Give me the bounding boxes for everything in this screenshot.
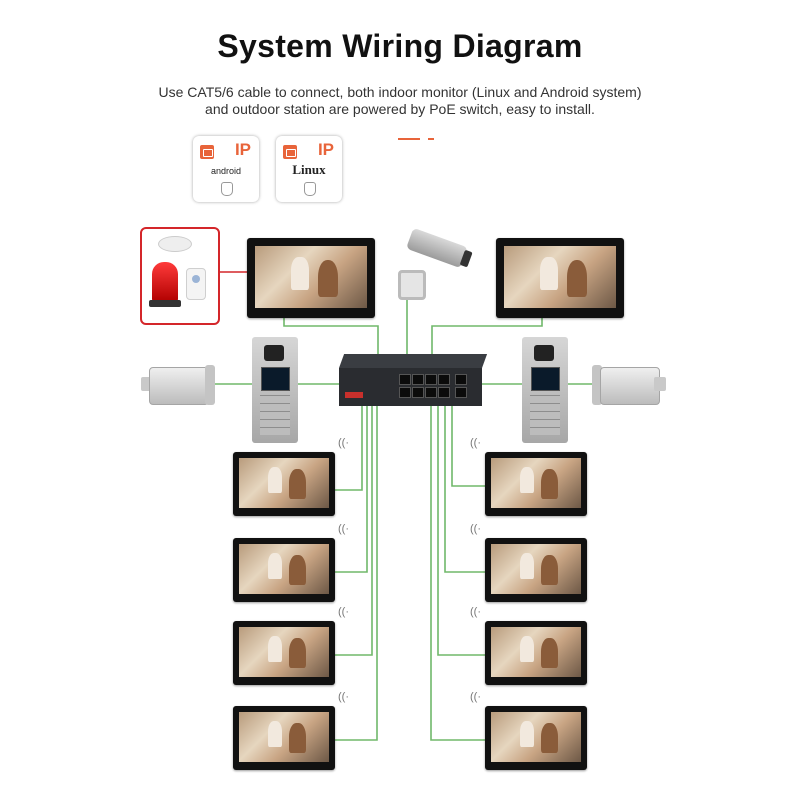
linux-badge: IP Linux	[276, 136, 342, 202]
wire-left-3	[335, 406, 373, 656]
wifi-icon: ((·	[338, 437, 349, 449]
wire-monitor-top-right	[431, 318, 543, 356]
smoke-detector-icon	[158, 236, 192, 252]
wire-monitor-top-left	[283, 318, 379, 356]
monitor-icon	[283, 145, 297, 159]
wifi-icon: ((·	[338, 606, 349, 618]
indoor-monitor-right-1	[485, 452, 587, 516]
android-badge: IP android	[193, 136, 259, 202]
android-label: android	[210, 166, 242, 176]
indoor-monitor-top-left	[247, 238, 375, 318]
indoor-monitor-left-2	[233, 538, 335, 602]
accent-dash	[398, 138, 420, 140]
wifi-icon: ((·	[470, 437, 481, 449]
page-title: System Wiring Diagram	[217, 28, 583, 64]
wire-right-2	[444, 406, 485, 573]
hand-icon	[221, 182, 233, 196]
wifi-icon: ((·	[470, 691, 481, 703]
poe-switch-icon	[339, 354, 488, 406]
ip-label: IP	[317, 140, 334, 159]
siren-icon	[152, 262, 178, 302]
switch-brand-logo	[345, 392, 363, 398]
wifi-icon: ((·	[470, 523, 481, 535]
wire-right-3	[437, 406, 485, 656]
wire-right-1	[451, 406, 485, 487]
indoor-monitor-right-2	[485, 538, 587, 602]
camera-mount	[398, 270, 426, 300]
indoor-monitor-left-3	[233, 621, 335, 685]
siren-base	[149, 300, 181, 307]
accent-dot	[428, 138, 434, 140]
indoor-monitor-right-4	[485, 706, 587, 770]
wifi-icon: ((·	[338, 523, 349, 535]
subtitle-line-2: and outdoor station are powered by PoE s…	[205, 101, 595, 117]
subtitle: Use CAT5/6 cable to connect, both indoor…	[0, 84, 800, 118]
subtitle-line-1: Use CAT5/6 cable to connect, both indoor…	[158, 84, 642, 100]
wifi-icon: ((·	[470, 606, 481, 618]
indoor-monitor-right-3	[485, 621, 587, 685]
pir-sensor-icon	[186, 268, 206, 300]
electric-lock-right	[592, 365, 666, 405]
outdoor-station-right	[522, 337, 568, 443]
ip-label: IP	[234, 140, 251, 159]
indoor-monitor-left-1	[233, 452, 335, 516]
wire-left-1	[335, 406, 363, 491]
electric-lock-left	[141, 365, 215, 405]
wire-right-4	[430, 406, 485, 741]
hand-icon	[304, 182, 316, 196]
indoor-monitor-top-right	[496, 238, 624, 318]
outdoor-station-left	[252, 337, 298, 443]
monitor-icon	[200, 145, 214, 159]
indoor-monitor-left-4	[233, 706, 335, 770]
linux-label: Linux	[292, 162, 326, 177]
wifi-icon: ((·	[338, 691, 349, 703]
wire-left-2	[335, 406, 368, 573]
wire-left-4	[335, 406, 378, 741]
